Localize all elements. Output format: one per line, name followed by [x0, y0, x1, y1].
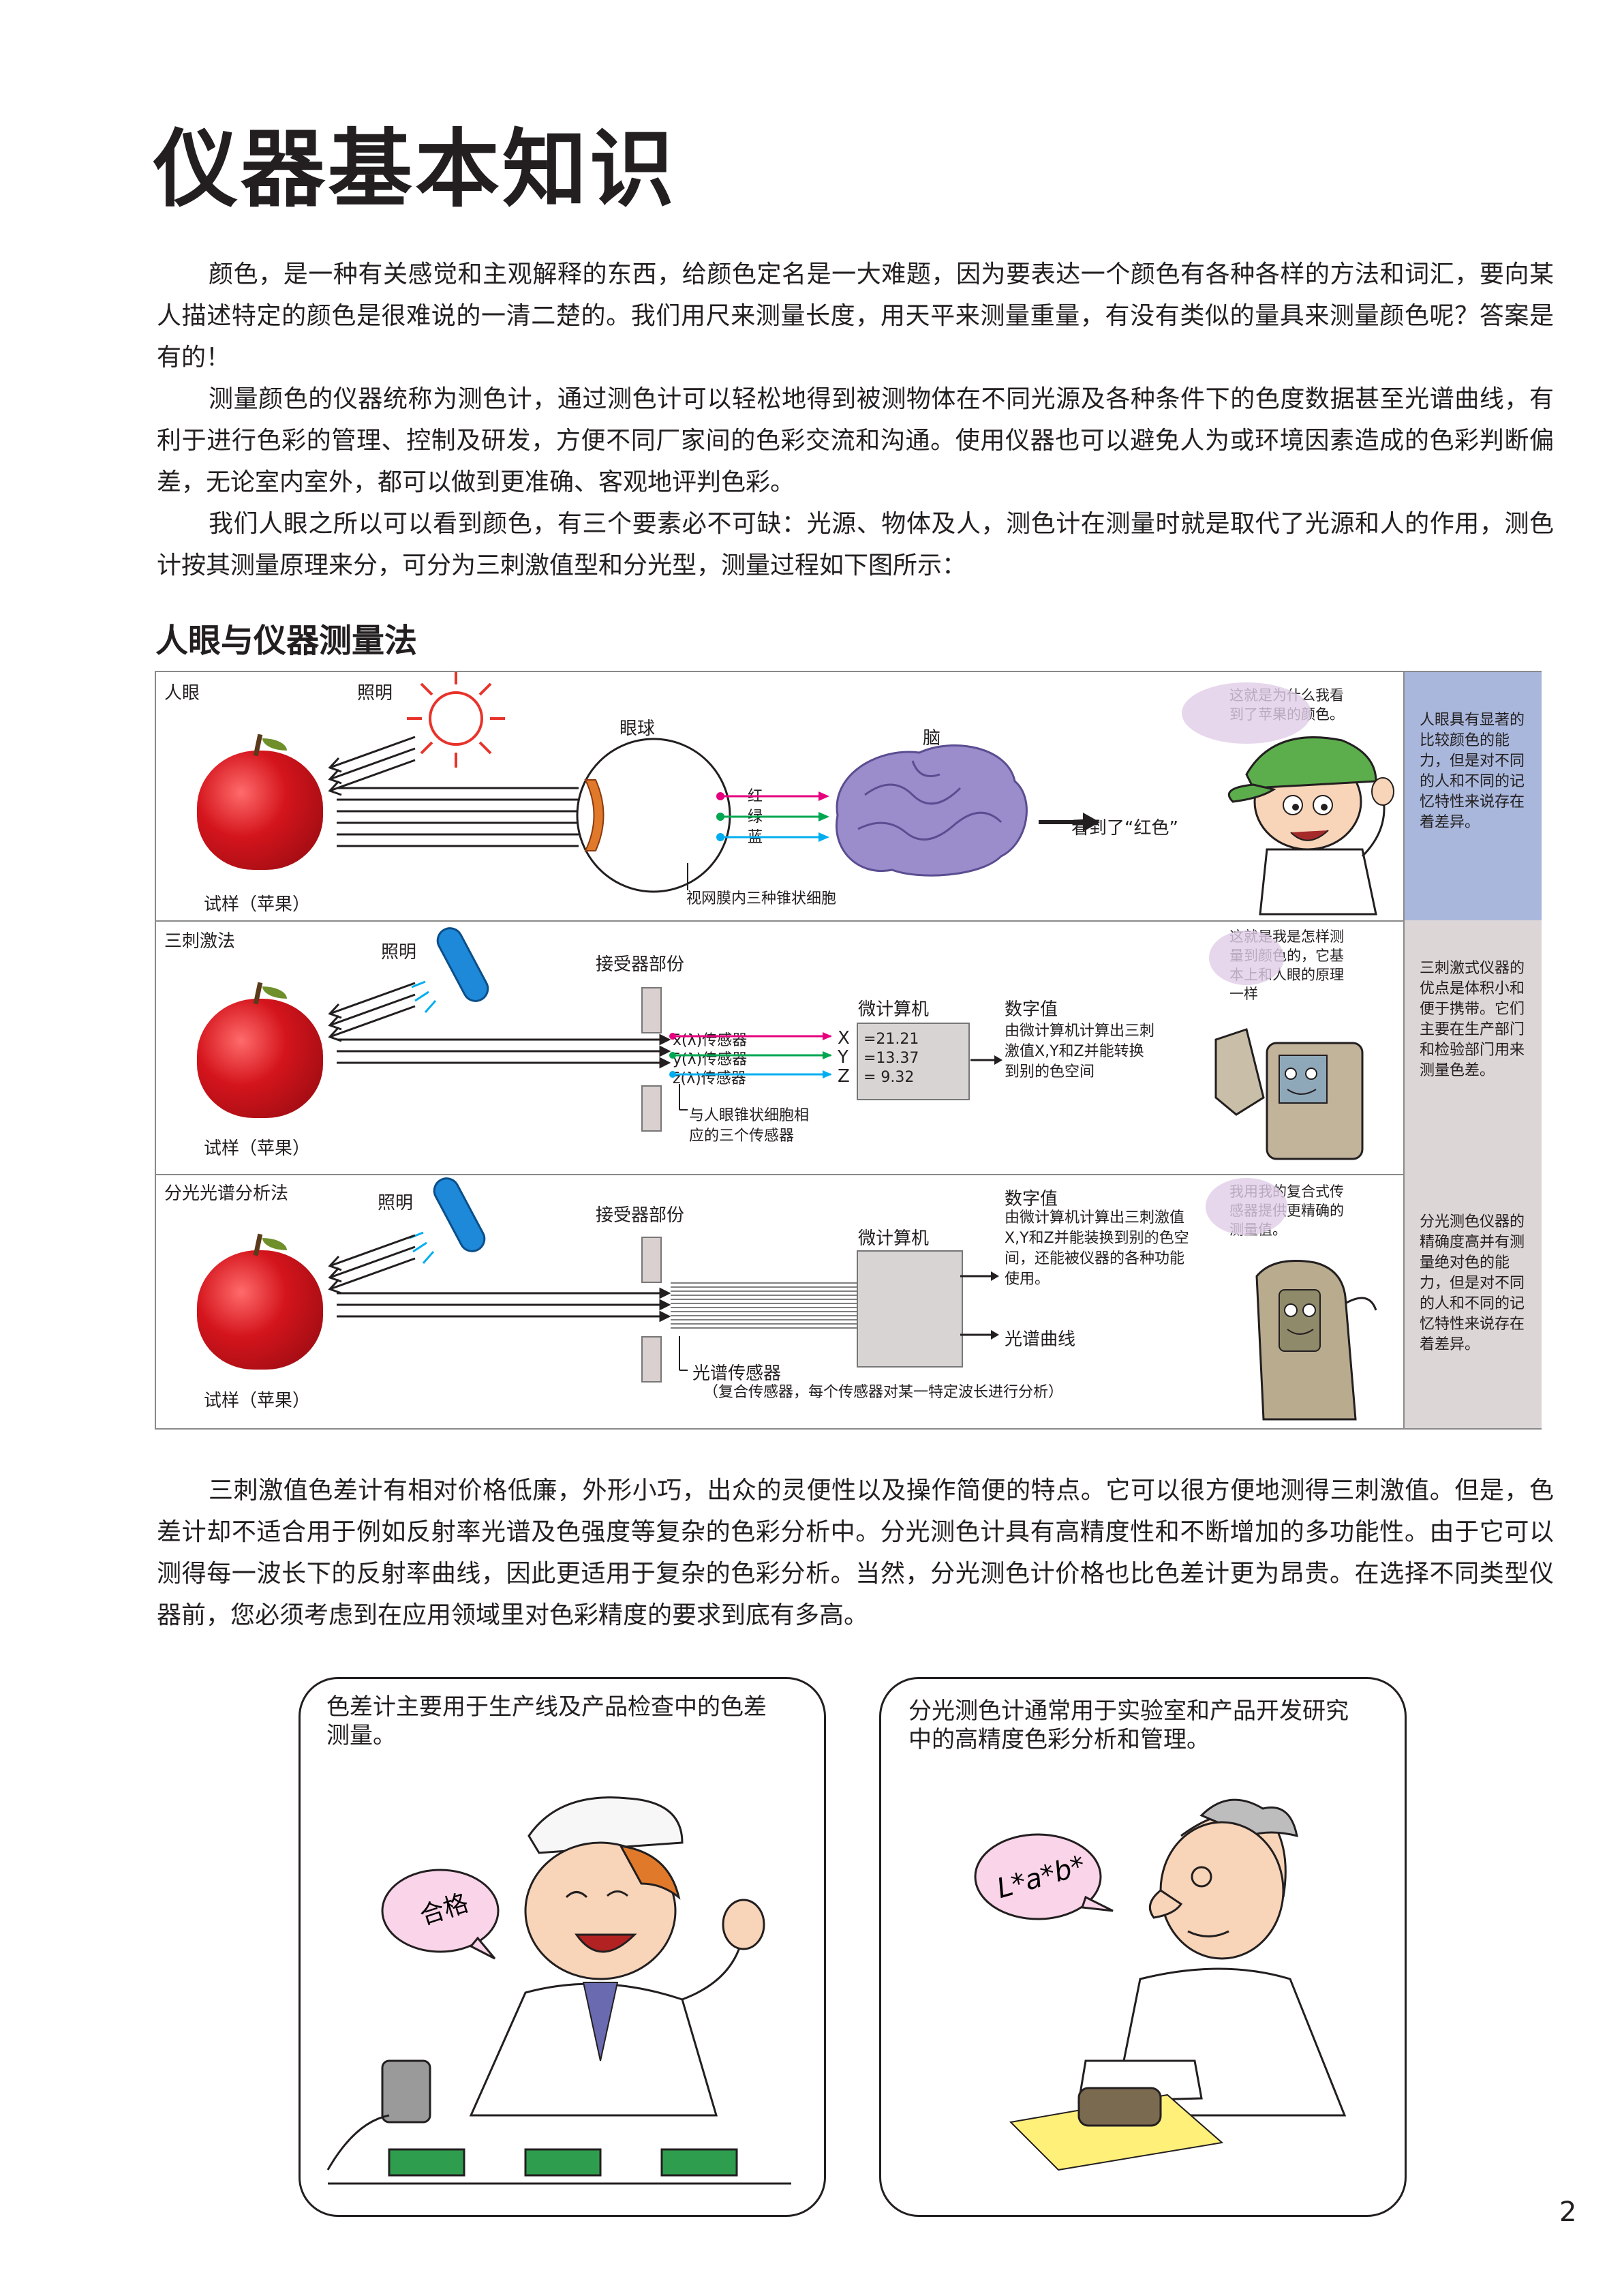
receiver-block-top: [641, 1237, 662, 1283]
axis-x-label: X: [838, 1028, 850, 1048]
illumination-label: 照明: [381, 942, 417, 963]
computer-box: [857, 1250, 963, 1368]
sensor-y-label: ȳ(λ)传感器: [673, 1051, 748, 1068]
sensor-note: 与人眼锥状细胞相 应的三个传感器: [689, 1107, 810, 1145]
digital-value-desc: 由微计算机计算出三刺 激值X,Y和Z并能转换 到别的色空间: [1005, 1023, 1155, 1081]
reflected-rays: [337, 1033, 671, 1069]
tristimulus-graphics: [328, 927, 1364, 1160]
receiver-block-bottom: [641, 1336, 662, 1383]
retina-note: 视网膜内三种锥状细胞: [686, 890, 837, 907]
sidebar-text: 三刺激式仪器的优点是体积小和便于携带。它们主要在生产部门和检验部门用来测量色差。: [1420, 960, 1525, 1079]
sensor-x-label: x̄(λ)传感器: [673, 1032, 748, 1049]
human-eye-label: 人眼: [164, 683, 200, 704]
eyeball-label: 眼球: [619, 719, 656, 739]
section-subheading: 人眼与仪器测量法: [155, 622, 418, 660]
sidebar-spectro: 分光测色仪器的精确度高并有测量绝对色的能力，但是对不同的人和不同的记忆特性来说存…: [1403, 1174, 1542, 1428]
sample-label: 试样（苹果）: [204, 894, 311, 915]
value-z: = 9.32: [863, 1069, 915, 1086]
human-eye-section: 人眼 照明 试样（苹果） 眼球 脑 红 绿 蓝 看到了“红色” 视网膜内三种锥状…: [156, 672, 1403, 922]
axis-z-label: Z: [838, 1066, 850, 1087]
computer-box: =21.21 =13.37 = 9.32: [857, 1023, 970, 1100]
receiver-block-top: [641, 987, 662, 1033]
sample-label: 试样（苹果）: [204, 1138, 311, 1159]
spectral-sensor-title: 光谱传感器: [692, 1363, 782, 1384]
spectro-label: 分光光谱分析法: [164, 1183, 289, 1204]
spectrophotometer-cartoon-panel: 分光测色计通常用于实验室和产品开发研究 中的高精度色彩分析和管理。 L*a*b*: [879, 1677, 1407, 2217]
receiver-block-bottom: [641, 1085, 662, 1132]
illumination-label: 照明: [357, 683, 393, 704]
cartoon-boy-illustration: [1182, 682, 1394, 916]
value-x: =21.21: [863, 1031, 919, 1048]
sidebar-human-eye: 人眼具有显著的比较颜色的能力，但是对不同的人和不同的记忆特性来说存在着差异。: [1403, 672, 1542, 920]
light-arrows: [328, 736, 416, 796]
light-arrows: [328, 1234, 416, 1295]
reflected-rays: [337, 1287, 671, 1323]
cartoon-spectrophotometer-illustration: [1206, 1178, 1377, 1421]
sidebar-text: 人眼具有显著的比较颜色的能力，但是对不同的人和不同的记忆特性来说存在着差异。: [1420, 712, 1525, 831]
cartoon-instruments-illustration: [1209, 931, 1364, 1160]
sidebar-text: 分光测色仪器的精确度高并有测量绝对色的能力，但是对不同的人和不同的记忆特性来说存…: [1420, 1213, 1525, 1353]
value-y: =13.37: [863, 1050, 919, 1067]
page-title: 仪器基本知识: [153, 121, 677, 219]
lamp-icon: [436, 927, 489, 1002]
brain-label: 脑: [923, 728, 941, 749]
eyeball-icon: [576, 738, 731, 893]
computer-label: 微计算机: [858, 1228, 930, 1249]
spectral-sensor-lines: [671, 1282, 857, 1329]
spectral-sensor-note: （复合传感器，每个传感器对某一特定波长进行分析）: [703, 1384, 1064, 1401]
spectro-section: 分光光谱分析法 照明 试样（苹果） 接受器部份 微计算机 数字值 由微计算机计算…: [156, 1174, 1403, 1428]
digital-value-title: 数字值: [1005, 1189, 1058, 1209]
receiver-label: 接受器部份: [596, 954, 685, 975]
page-number: 2: [1559, 2196, 1577, 2228]
reflected-rays: [337, 787, 579, 847]
sun-icon: [407, 672, 505, 768]
digital-value-title: 数字值: [1005, 999, 1058, 1020]
colorimeter-cartoon-panel: 色差计主要用于生产线及产品检查中的色差 测量。 合格: [299, 1677, 826, 2217]
intro-paragraph-1: 颜色，是一种有关感觉和主观解释的东西，给颜色定名是一大难题，因为要表达一个颜色有…: [157, 260, 1554, 372]
panel-caption: 分光测色计通常用于实验室和产品开发研究 中的高精度色彩分析和管理。: [908, 1697, 1349, 1753]
apple-image: [197, 982, 323, 1118]
scientist-illustration: L*a*b*: [974, 1798, 1347, 2171]
human-eye-graphics: [328, 672, 1394, 916]
lamp-icon: [433, 1177, 486, 1252]
spectral-curve-label: 光谱曲线: [1005, 1329, 1076, 1350]
illumination-label: 照明: [378, 1193, 414, 1213]
intro-paragraph-3: 我们人眼之所以可以看到颜色，有三个要素必不可缺：光源、物体及人，测色计在测量时就…: [157, 510, 1554, 579]
tristimulus-section: 三刺激法 照明 试样（苹果） 接受器部份 x̄(λ)传感器 ȳ(λ)传感器 z̄…: [156, 920, 1403, 1175]
sidebar-tristimulus: 三刺激式仪器的优点是体积小和便于携带。它们主要在生产部门和检验部门用来测量色差。: [1403, 920, 1542, 1174]
computer-label: 微计算机: [858, 999, 930, 1020]
measurement-diagram: 人眼 照明 试样（苹果） 眼球 脑 红 绿 蓝 看到了“红色” 视网膜内三种锥状…: [155, 671, 1542, 1430]
digital-value-desc: 由微计算机计算出三刺激值 X,Y和Z并能装换到别的色空 间，还能被仪器的各种功能…: [1005, 1209, 1189, 1288]
sensor-z-label: z̄(λ)传感器: [673, 1070, 746, 1087]
spectro-graphics: [328, 1177, 1377, 1421]
sample-label: 试样（苹果）: [204, 1391, 311, 1411]
panel-caption: 色差计主要用于生产线及产品检查中的色差 测量。: [326, 1693, 767, 1749]
intro-paragraph-2: 测量颜色的仪器统称为测色计，通过测色计可以轻松地得到被测物体在不同光源及各种条件…: [157, 385, 1554, 496]
inspector-illustration: 合格: [326, 1796, 791, 2185]
comparison-paragraph: 三刺激值色差计有相对价格低廉，外形小巧，出众的灵便性以及操作简便的特点。它可以很…: [157, 1477, 1554, 1629]
light-arrows: [328, 982, 416, 1042]
brain-icon: [836, 744, 1028, 877]
axis-y-label: Y: [838, 1047, 848, 1068]
tristimulus-label: 三刺激法: [164, 931, 236, 952]
receiver-label: 接受器部份: [596, 1205, 685, 1226]
